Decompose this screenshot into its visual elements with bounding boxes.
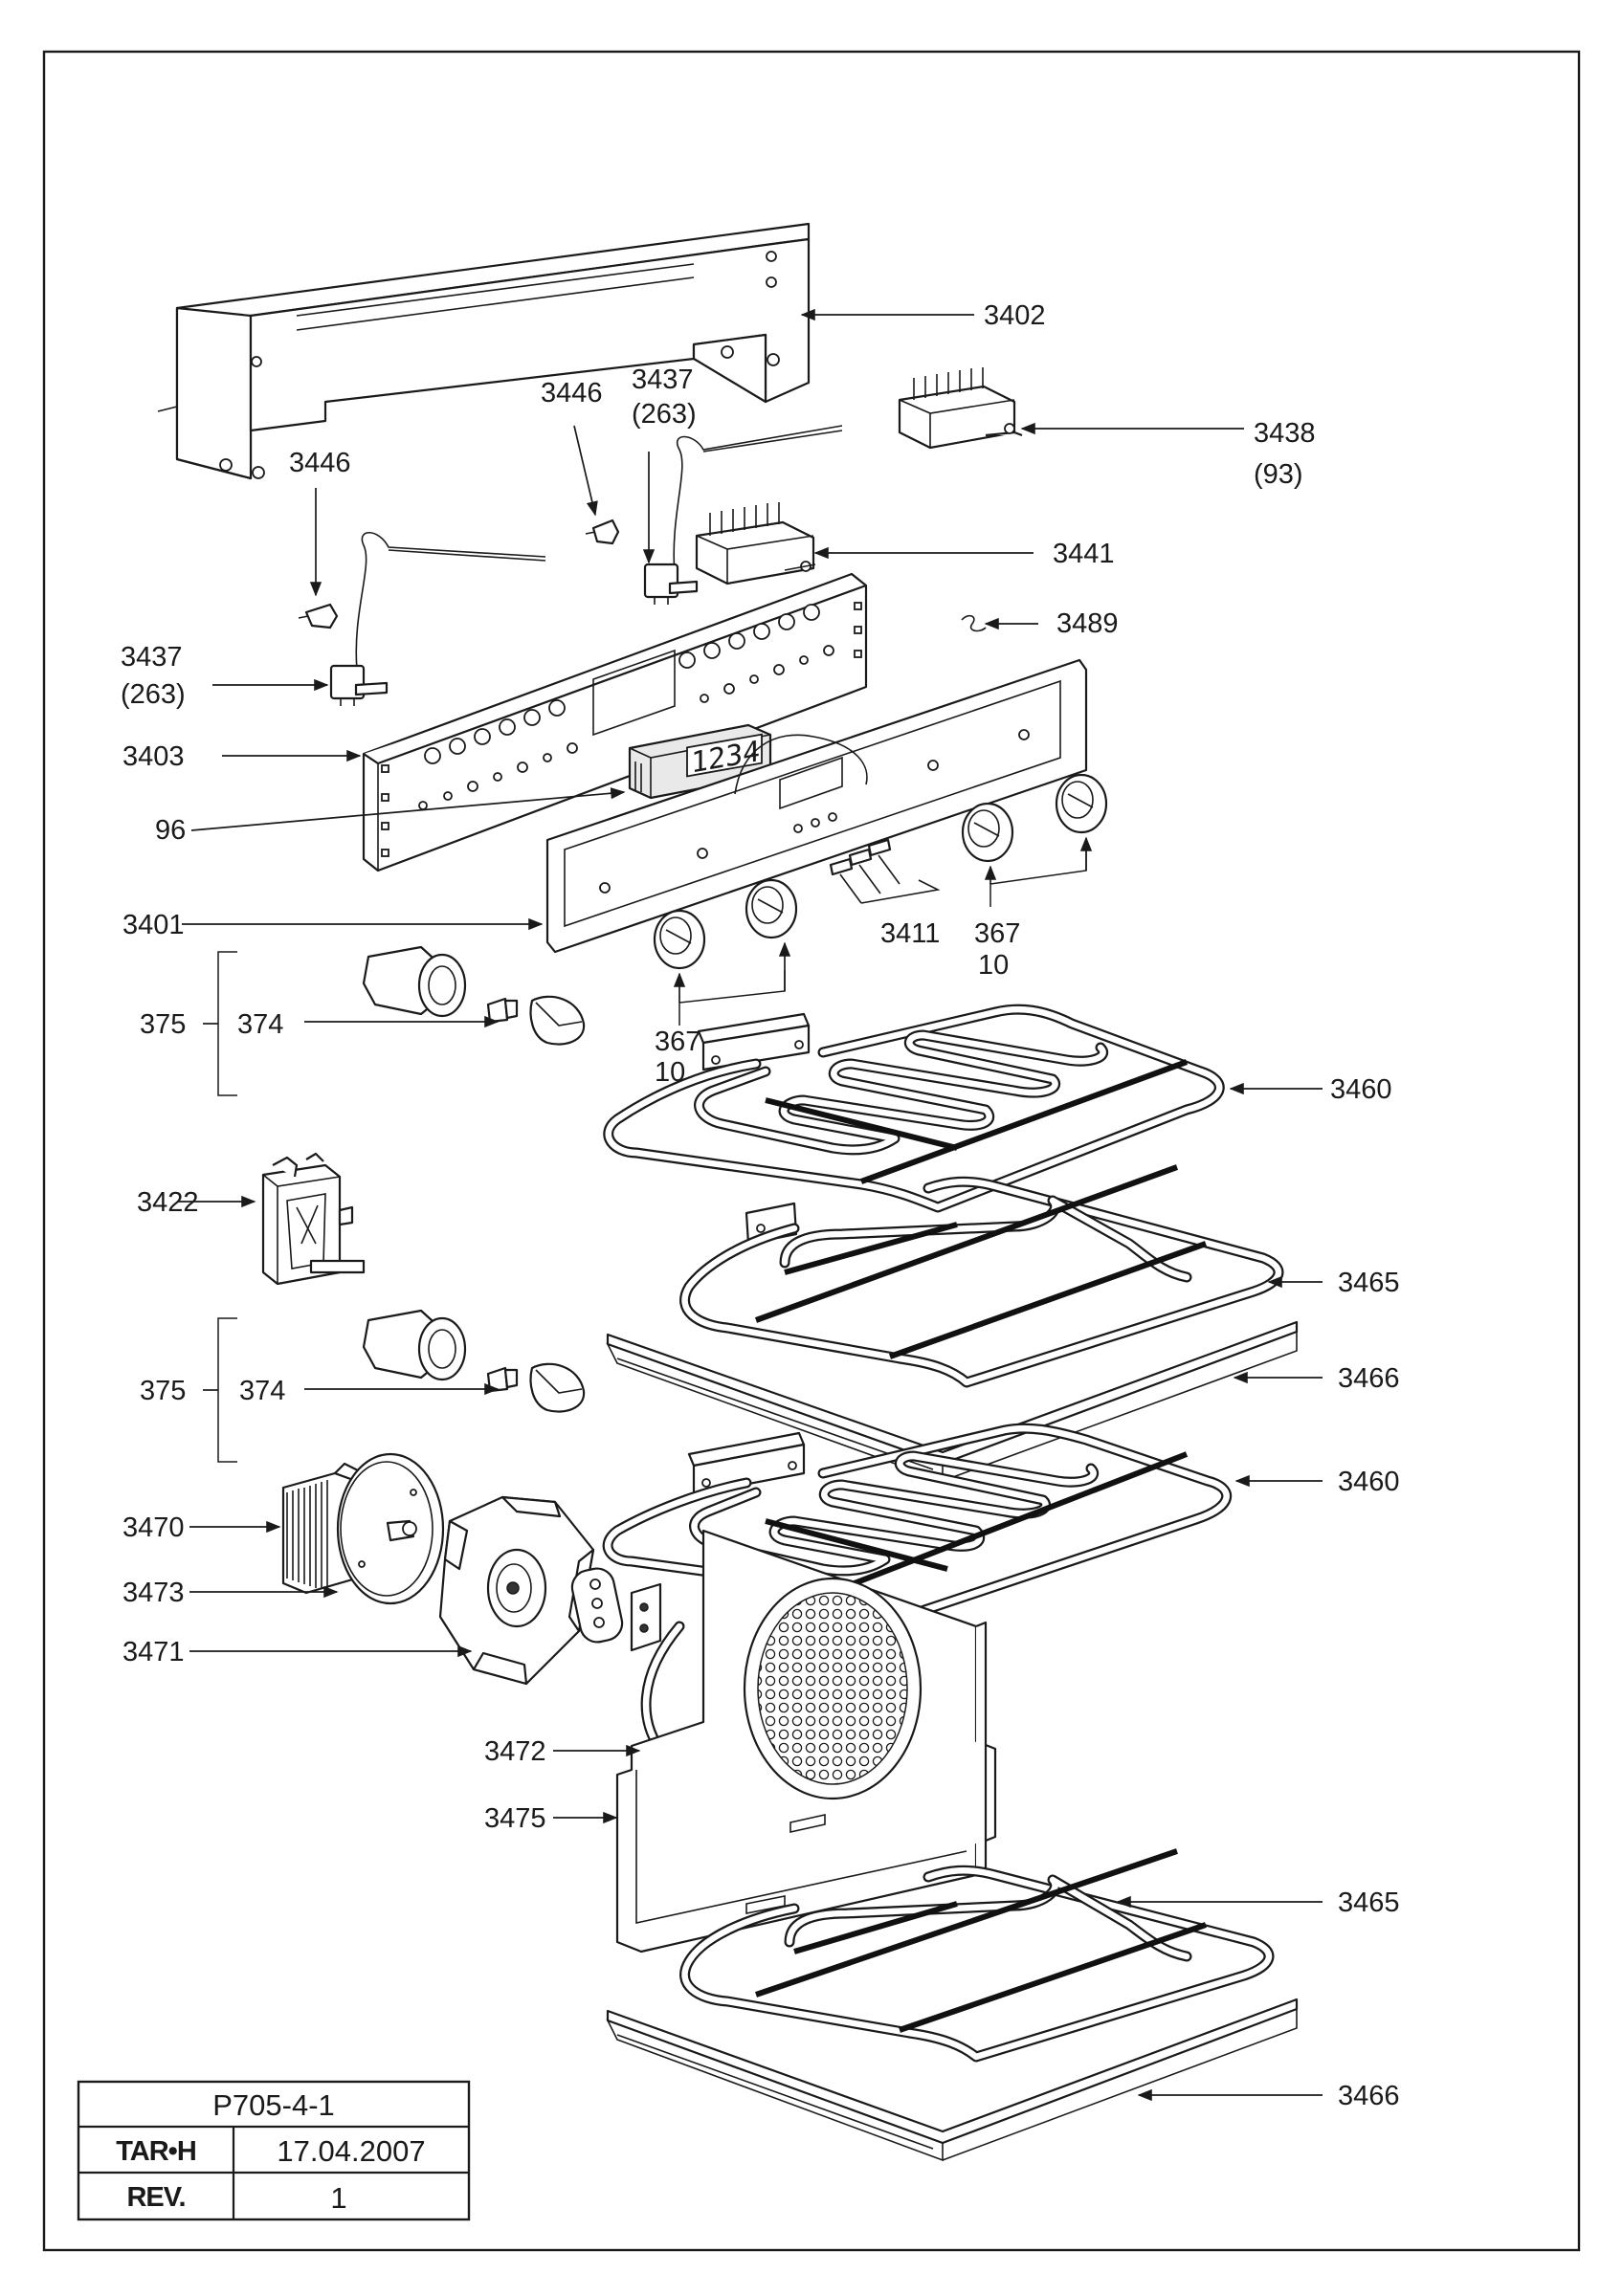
part-3460-grill-element-lower [602, 1423, 1232, 1618]
part-3473-motor-plate [336, 1452, 445, 1605]
part-3446-clip-lower [298, 603, 339, 629]
label-3438: 3438 [1254, 418, 1316, 449]
label-3446-lower: 3446 [289, 448, 351, 478]
label-96: 96 [155, 815, 186, 846]
page-frame [42, 50, 1581, 2252]
label-367-lower-sub: 10 [655, 1057, 685, 1088]
label-3466-lower: 3466 [1338, 2081, 1400, 2111]
label-3438-sub: (93) [1254, 459, 1303, 490]
label-3411: 3411 [880, 918, 940, 949]
revision-date: 17.04.2007 [277, 2134, 425, 2168]
part-375-lamp-assembly-upper [362, 945, 586, 1046]
label-3437-upper: 3437 [632, 364, 694, 395]
leader-96 [190, 787, 626, 831]
part-367-knob-4 [1055, 773, 1108, 834]
part-375-lamp-assembly-lower [362, 1309, 586, 1413]
bracket-375-upper [217, 951, 237, 1096]
part-3441-terminal-block [695, 502, 816, 585]
part-367-knob-1 [653, 909, 706, 970]
rev-value: 1 [330, 2181, 346, 2215]
label-374-lower: 374 [239, 1376, 285, 1406]
label-367-lower: 367 [655, 1027, 700, 1057]
label-375-upper: 375 [140, 1009, 186, 1040]
bracket-367-lower [678, 970, 786, 1026]
drawing-number: P705-4-1 [212, 2088, 335, 2122]
label-3465-lower: 3465 [1338, 1888, 1400, 1918]
label-3437-lower-sub: (263) [121, 679, 186, 710]
label-3401: 3401 [122, 910, 185, 940]
part-3475-back-panel [615, 1529, 997, 1954]
rev-label: REV. [126, 2182, 185, 2213]
part-3437-thermostat-lower [329, 532, 546, 706]
label-3437-upper-sub: (263) [632, 399, 697, 430]
label-367-upper-sub: 10 [978, 950, 1009, 981]
callout-labels: 3402 3446 3437 (263) 3438 (93) 3446 3441… [121, 300, 1400, 2111]
leader-3446-upper [573, 425, 598, 517]
label-374-upper: 374 [237, 1009, 283, 1040]
label-375-lower: 375 [140, 1376, 186, 1406]
part-3465-ring-element-upper [679, 1164, 1284, 1388]
label-3437-lower: 3437 [121, 642, 183, 673]
label-3472: 3472 [484, 1736, 546, 1767]
part-3401-control-panel [545, 658, 1088, 954]
label-3460-lower: 3460 [1338, 1467, 1400, 1497]
label-3466-upper: 3466 [1338, 1363, 1400, 1394]
part-367-knob-3 [961, 802, 1014, 863]
label-3489: 3489 [1056, 608, 1119, 639]
part-3422-selector-switch [261, 1152, 366, 1286]
part-3438-terminal-block [898, 367, 1023, 450]
label-3471: 3471 [122, 1637, 185, 1667]
label-3470: 3470 [122, 1512, 185, 1543]
label-3422: 3422 [137, 1187, 199, 1218]
bracket-375-lower [217, 1317, 237, 1463]
part-3489-spring-clip [961, 614, 987, 632]
part-3470-fan-motor [281, 1462, 366, 1595]
part-3471-fan-wheel [438, 1495, 662, 1686]
part-3402-top-bracket [157, 222, 811, 480]
label-3446-upper: 3446 [541, 378, 603, 408]
part-3437-thermostat-upper [643, 425, 843, 605]
label-367-upper: 367 [974, 918, 1020, 949]
label-3441: 3441 [1053, 539, 1115, 569]
part-3403-control-board [362, 572, 868, 872]
part-3466-tray-lower [606, 1998, 1299, 2162]
label-3402: 3402 [984, 300, 1046, 331]
label-3473: 3473 [122, 1578, 185, 1608]
label-3475: 3475 [484, 1803, 546, 1834]
part-367-knob-2 [745, 878, 798, 939]
label-3460-upper: 3460 [1330, 1074, 1392, 1105]
label-3403: 3403 [122, 741, 185, 772]
tar-label: TAR•H [116, 2136, 196, 2167]
part-3460-grill-element-upper [603, 1004, 1225, 1246]
title-block: P705-4-1 TAR•H 17.04.2007 REV. 1 [77, 2080, 471, 2221]
part-3446-clip-upper [585, 519, 620, 545]
label-3465-upper: 3465 [1338, 1268, 1400, 1298]
part-3411-pins [829, 838, 941, 904]
part-3465-ring-element-lower [679, 1848, 1275, 2063]
